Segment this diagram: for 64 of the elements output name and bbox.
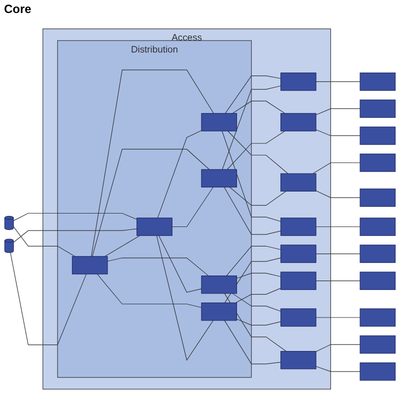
node-box [280, 351, 316, 370]
connector [235, 288, 282, 304]
node-box [360, 308, 396, 327]
node-box [201, 169, 237, 188]
node-box [360, 218, 396, 236]
node-box [360, 188, 396, 207]
connector [13, 212, 138, 221]
connector [13, 228, 138, 243]
node-box [280, 272, 316, 290]
node-box [72, 256, 108, 274]
connector [236, 318, 282, 326]
node-box [280, 218, 316, 236]
connector [236, 272, 282, 279]
connector [107, 258, 209, 276]
connector [316, 190, 360, 198]
connector [316, 366, 360, 372]
connector [316, 344, 360, 352]
connector [96, 274, 202, 308]
connector [222, 86, 282, 170]
node-box [360, 100, 396, 118]
cluster: Distribution [57, 40, 252, 378]
connector [316, 129, 360, 136]
layer-label: Core [4, 2, 32, 16]
connector [316, 108, 360, 116]
connector [172, 186, 214, 228]
node-box [360, 335, 396, 354]
node-box [360, 244, 396, 263]
connector [10, 252, 87, 346]
node-box [136, 218, 172, 236]
connector [316, 280, 360, 282]
connector [158, 235, 202, 293]
node-cylinder [4, 216, 14, 230]
connector [229, 186, 286, 206]
node-box [280, 113, 316, 132]
connector [316, 226, 360, 228]
node-box [280, 173, 316, 192]
connector [104, 235, 140, 257]
connector [13, 226, 76, 257]
connector [316, 317, 360, 318]
node-box [360, 362, 396, 381]
connector [316, 81, 360, 82]
connector [222, 130, 282, 222]
node-box [360, 72, 396, 91]
node-cylinder [4, 238, 14, 253]
connector [224, 320, 282, 364]
connector [224, 186, 282, 235]
node-box [360, 126, 396, 145]
connector [91, 70, 214, 257]
node-box [280, 244, 316, 263]
node-box [201, 302, 237, 321]
connector [157, 130, 202, 218]
node-box [360, 154, 396, 172]
connector [156, 235, 214, 361]
node-box [201, 276, 237, 294]
node-box [360, 272, 396, 290]
connector [232, 293, 282, 312]
node-box [201, 113, 237, 132]
connector [232, 100, 286, 114]
connector [226, 246, 282, 276]
node-box [280, 72, 316, 91]
node-box [280, 308, 316, 327]
connector [92, 148, 210, 257]
connector [224, 76, 282, 114]
connector [312, 162, 360, 174]
